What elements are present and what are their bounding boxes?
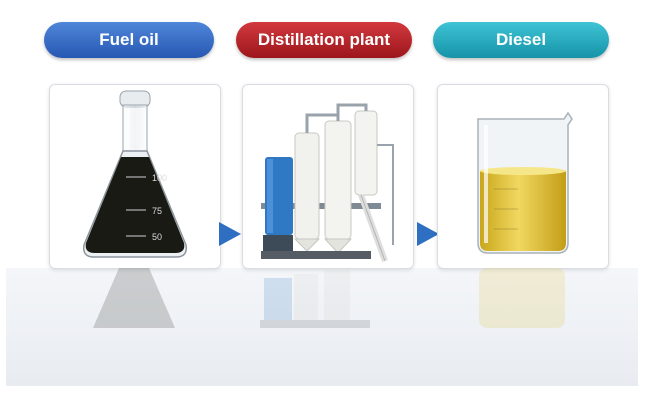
diesel-reflection — [437, 268, 607, 328]
fuel-oil-card: 100 75 50 — [49, 84, 221, 269]
flask-mark-50: 50 — [152, 232, 162, 242]
flow-arrow-1 — [219, 222, 241, 246]
fuel-oil-label: Fuel oil — [44, 22, 214, 58]
reflection-floor — [6, 268, 638, 386]
flow-arrow-2 — [417, 222, 439, 246]
flask-mark-75: 75 — [152, 206, 162, 216]
distillation-plant-card — [242, 84, 414, 269]
distillation-plant-label: Distillation plant — [236, 22, 412, 58]
distillation-plant-reflection — [242, 268, 412, 328]
diesel-card — [437, 84, 609, 269]
distillation-plant-icon — [261, 103, 394, 263]
flask-mark-100: 100 — [152, 173, 167, 183]
fuel-oil-reflection — [49, 268, 219, 328]
beaker-icon — [477, 111, 573, 254]
diesel-label: Diesel — [433, 22, 609, 58]
flask-icon: 100 75 50 — [82, 90, 188, 258]
